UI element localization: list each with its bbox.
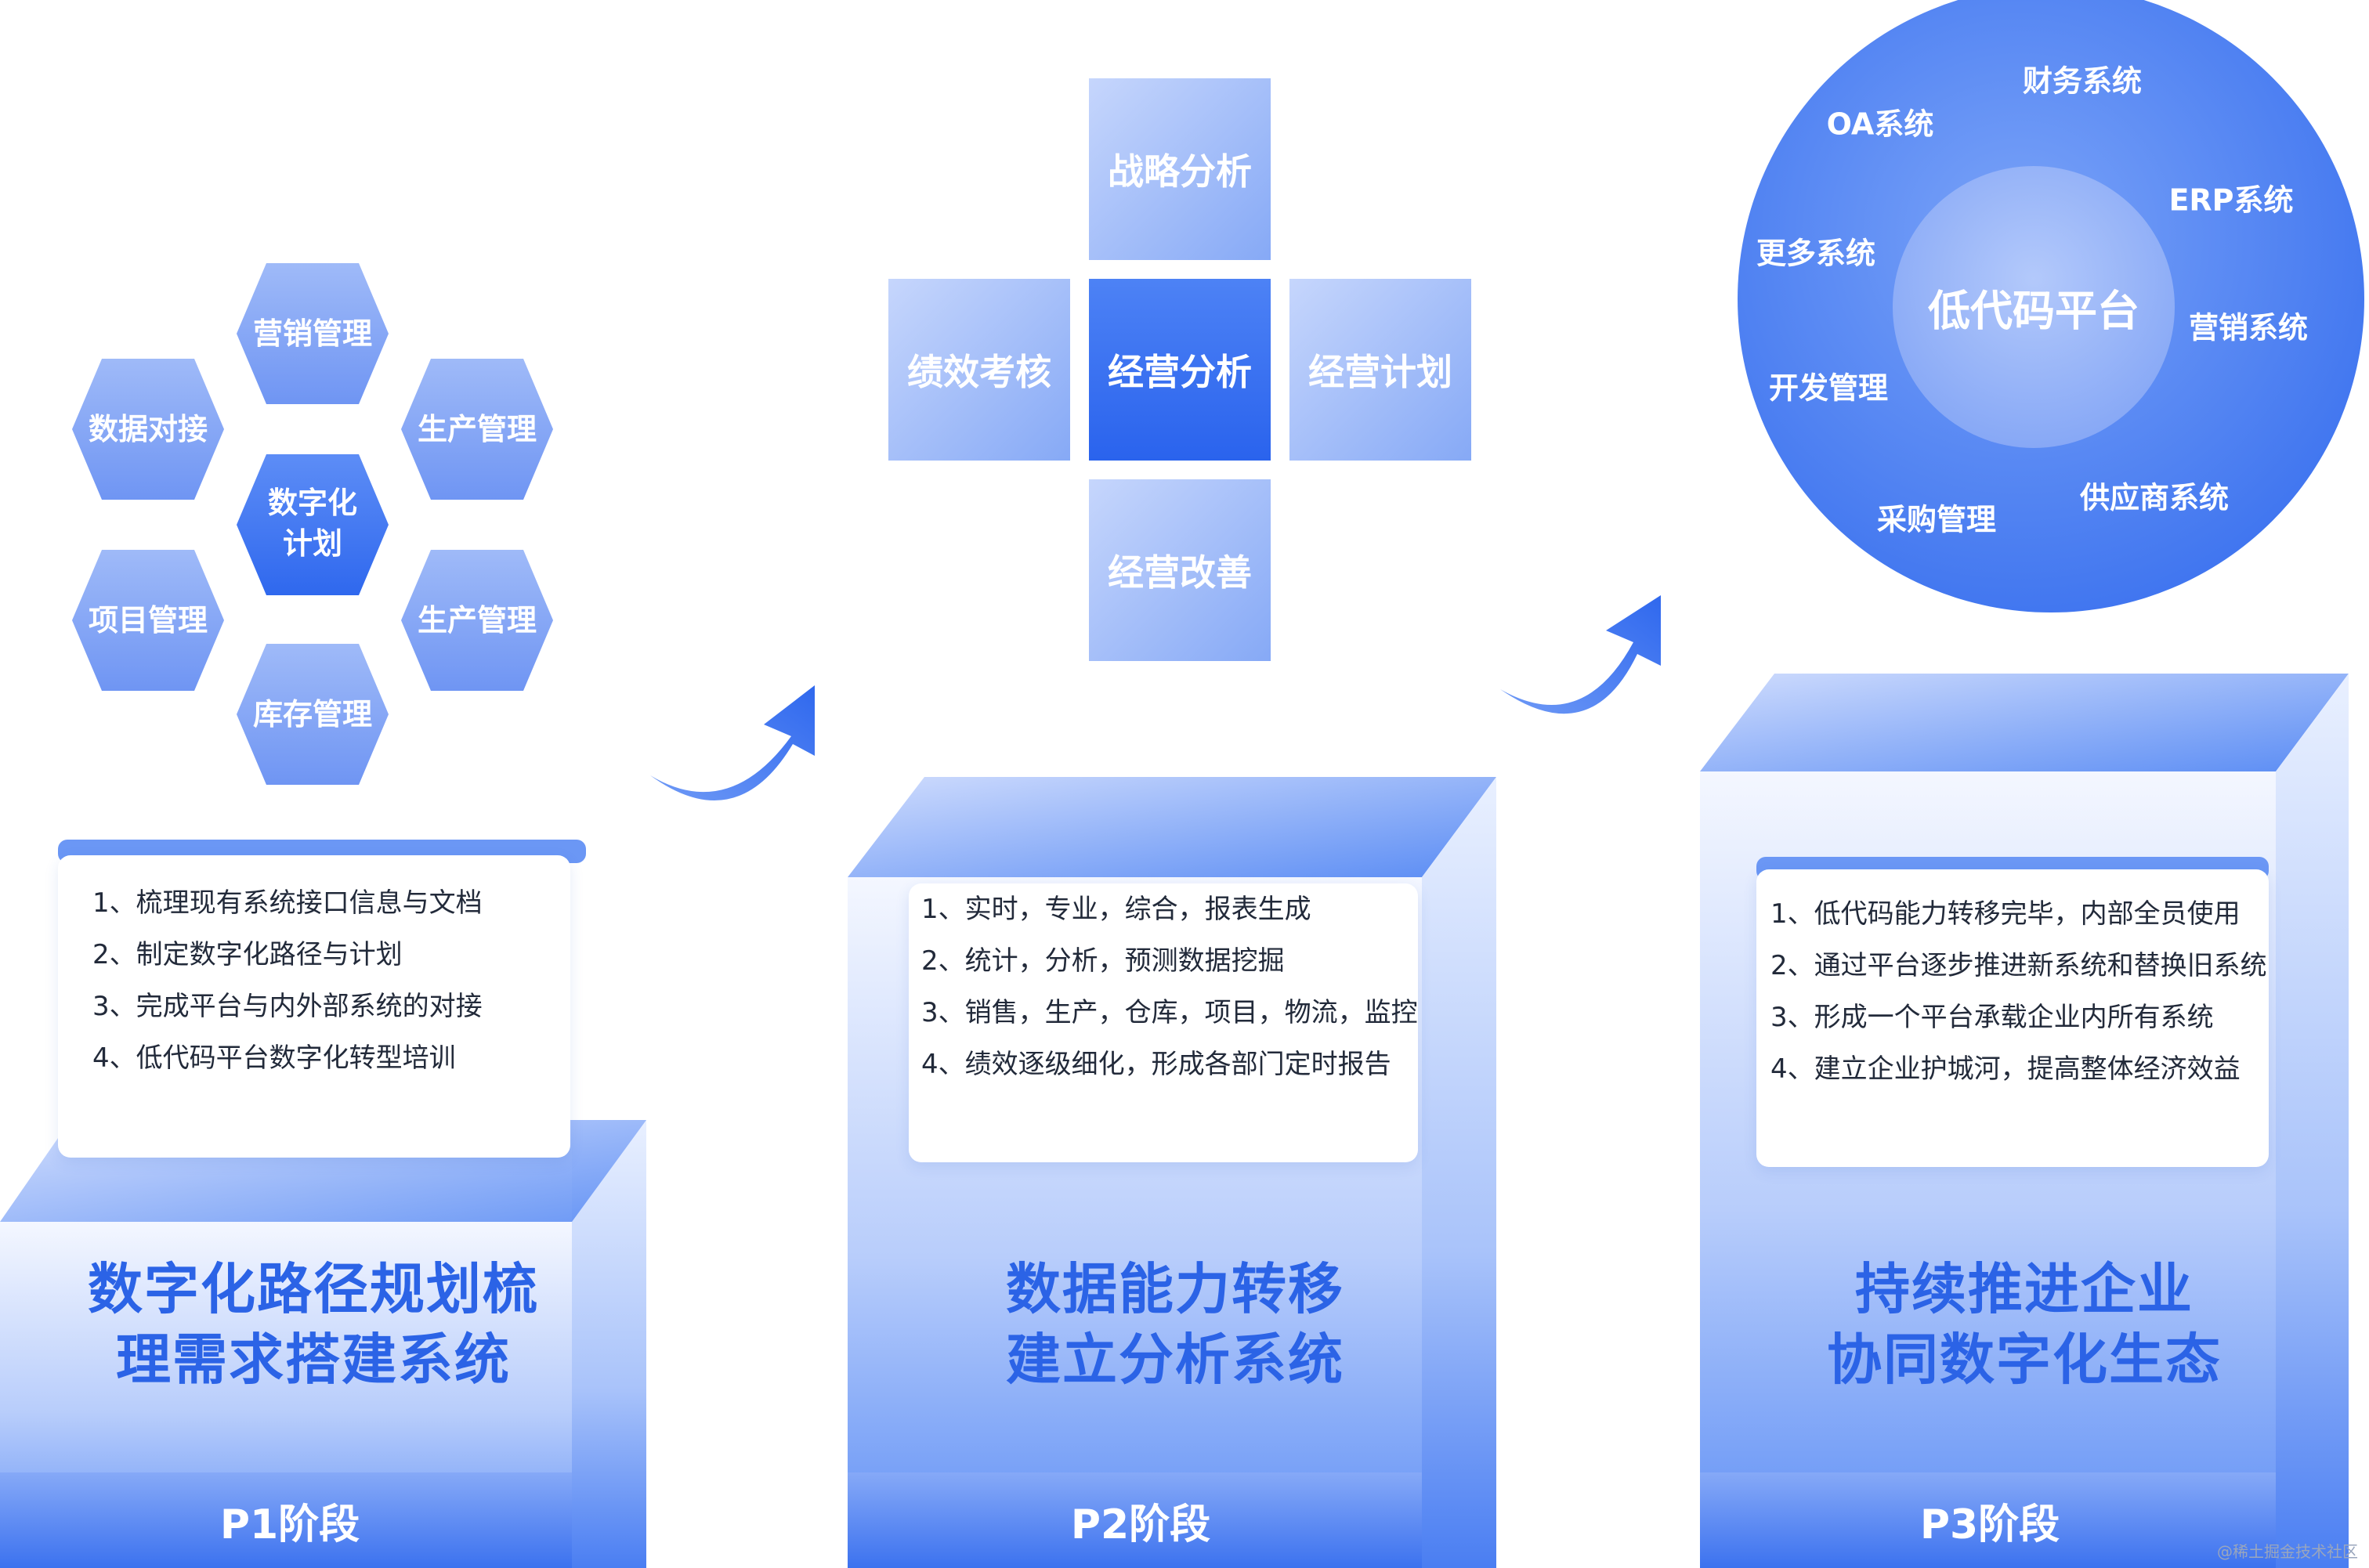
satellite-more: 更多系统: [1756, 236, 1876, 271]
p1-hex-cluster: [72, 263, 553, 785]
hex-label-lower-right: 生产管理: [417, 603, 537, 638]
p3-item-4: 4、建立企业护城河，提高整体经济效益: [1770, 1053, 2241, 1085]
arrow-p2-to-p3: [1500, 595, 1661, 714]
p3-title-line1: 持续推进企业: [1855, 1257, 2194, 1321]
p1-stage-label: P1阶段: [219, 1501, 360, 1548]
hex-label-upper-right: 生产管理: [417, 412, 537, 446]
hex-label-center-line1: 数字化: [267, 486, 358, 520]
watermark: @稀土掘金技术社区: [2217, 1542, 2358, 1561]
p2-tile-cross: [888, 78, 1471, 661]
satellite-supplier: 供应商系统: [2079, 480, 2230, 515]
p3-item-2: 2、通过平台逐步推进新系统和替换旧系统: [1770, 950, 2267, 981]
p2-item-4: 4、绩效逐级细化，形成各部门定时报告: [921, 1049, 1391, 1080]
hex-upper-left: [72, 359, 224, 500]
p1-title-line1: 数字化路径规划梳: [88, 1257, 539, 1321]
p1-title-line2: 理需求搭建系统: [116, 1328, 511, 1392]
p3-title-line2: 协同数字化生态: [1827, 1328, 2222, 1392]
hex-lower-right: [401, 550, 553, 691]
tile-label-center: 经营分析: [1108, 351, 1252, 393]
hex-label-upper-left: 数据对接: [88, 412, 208, 446]
p3-item-1: 1、低代码能力转移完毕，内部全员使用: [1770, 898, 2241, 930]
hex-label-center-line2: 计划: [282, 526, 343, 561]
hex-top: [237, 263, 389, 404]
tile-bottom: [1089, 479, 1271, 661]
p2-item-1: 1、实时，专业，综合，报表生成: [921, 894, 1311, 925]
p2-item-2: 2、统计，分析，预测数据挖掘: [921, 945, 1285, 977]
tile-left: [888, 279, 1070, 461]
satellite-purchase: 采购管理: [1876, 502, 1997, 537]
p1-item-2: 2、制定数字化路径与计划: [92, 939, 403, 970]
p1-item-4: 4、低代码平台数字化转型培训: [92, 1042, 456, 1074]
p2-title-line1: 数据能力转移: [1006, 1257, 1344, 1321]
hex-bottom: [237, 644, 389, 785]
satellite-erp: ERP系统: [2168, 182, 2294, 218]
tile-right: [1289, 279, 1471, 461]
p3-card: 1、低代码能力转移完毕，内部全员使用 2、通过平台逐步推进新系统和替换旧系统 3…: [1756, 869, 2269, 1167]
p3-item-3: 3、形成一个平台承载企业内所有系统: [1770, 1002, 2214, 1033]
satellite-finance: 财务系统: [2022, 63, 2143, 99]
p1-item-1: 1、梳理现有系统接口信息与文档: [92, 887, 483, 919]
p1-box: [0, 840, 646, 1568]
tile-top: [1089, 78, 1271, 260]
satellite-oa: OA系统: [1826, 107, 1934, 142]
hex-lower-left: [72, 550, 224, 691]
tile-label-right: 经营计划: [1308, 351, 1452, 393]
tile-label-top: 战略分析: [1108, 150, 1252, 193]
p2-stage-label: P2阶段: [1070, 1501, 1211, 1548]
satellite-dev: 开发管理: [1768, 370, 1889, 406]
tile-label-bottom: 经营改善: [1108, 551, 1252, 594]
p1-card: 1、梳理现有系统接口信息与文档 2、制定数字化路径与计划 3、完成平台与内外部系…: [58, 855, 570, 1158]
hex-label-bottom: 库存管理: [252, 697, 373, 732]
p2-title-line2: 建立分析系统: [1006, 1328, 1344, 1392]
satellite-marketing: 营销系统: [2188, 310, 2309, 345]
p1-item-3: 3、完成平台与内外部系统的对接: [92, 991, 483, 1022]
p3-stage-label: P3阶段: [1919, 1501, 2060, 1548]
hex-label-top: 营销管理: [252, 316, 373, 351]
p2-card: 1、实时，专业，综合，报表生成 2、统计，分析，预测数据挖掘 3、销售，生产，仓…: [909, 883, 1418, 1162]
platform-center-label: 低代码平台: [1928, 286, 2139, 336]
tile-label-left: 绩效考核: [907, 351, 1051, 393]
p3-platform-circle: [1738, 0, 2364, 612]
tile-center: [1089, 279, 1271, 461]
hex-upper-right: [401, 359, 553, 500]
p2-item-3: 3、销售，生产，仓库，项目，物流，监控: [921, 997, 1418, 1028]
hex-center: [237, 454, 389, 595]
arrow-p1-to-p2: [650, 685, 815, 800]
hex-label-lower-left: 项目管理: [88, 603, 208, 638]
